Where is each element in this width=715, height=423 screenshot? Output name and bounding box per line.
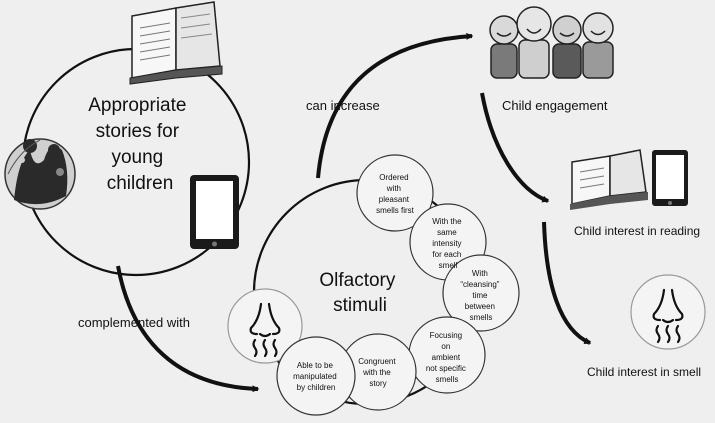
main-concept-line: children: [107, 173, 174, 194]
center-concept-text: Olfactory stimuli: [319, 270, 400, 316]
attribute-text: Congruent with the story: [358, 357, 398, 388]
smell-outcome-circle: [630, 274, 706, 350]
attribute-text: With “cleansing” time between smells: [460, 269, 501, 322]
nose-smell-icon: [652, 288, 684, 344]
tablet-icon: [190, 175, 239, 249]
main-concept-line: stories for: [96, 121, 180, 142]
reading-book-icon: [570, 149, 648, 210]
outcome-engagement: Child engagement: [502, 98, 608, 113]
main-concept-text: Appropriate stories for young children: [88, 95, 192, 194]
attribute-circle: [442, 254, 520, 332]
children-group-icon: [489, 6, 614, 79]
attribute-circle: [276, 336, 356, 416]
arrow-to-smell: [542, 221, 592, 345]
attribute-text: Focusing on ambient not specific smells: [426, 331, 468, 384]
main-concept-line: Appropriate: [88, 95, 186, 116]
attribute-text: Ordered with pleasant smells first: [376, 173, 415, 215]
olfactory-nose-icon: [249, 302, 281, 358]
reading-tablet-icon: [652, 150, 688, 206]
attribute-text: Able to be manipulated by children: [293, 361, 339, 392]
olfactory-nose-circle: [227, 288, 303, 364]
outcome-smell: Child interest in smell: [587, 365, 701, 379]
open-book-icon: [129, 1, 223, 85]
arrow-complemented-with: [116, 265, 260, 393]
arrow-to-reading: [480, 92, 550, 203]
attribute-circle: [356, 154, 434, 232]
story-illustration-icon: [4, 138, 76, 210]
outcome-reading: Child interest in reading: [574, 224, 700, 238]
edge-label-can-increase: can increase: [306, 98, 380, 113]
arrow-can-increase: [316, 32, 474, 179]
attribute-text: With the same intensity for each smell: [432, 217, 464, 270]
main-concept-line: young: [111, 147, 163, 168]
edge-label-complemented-with: complemented with: [78, 315, 190, 330]
